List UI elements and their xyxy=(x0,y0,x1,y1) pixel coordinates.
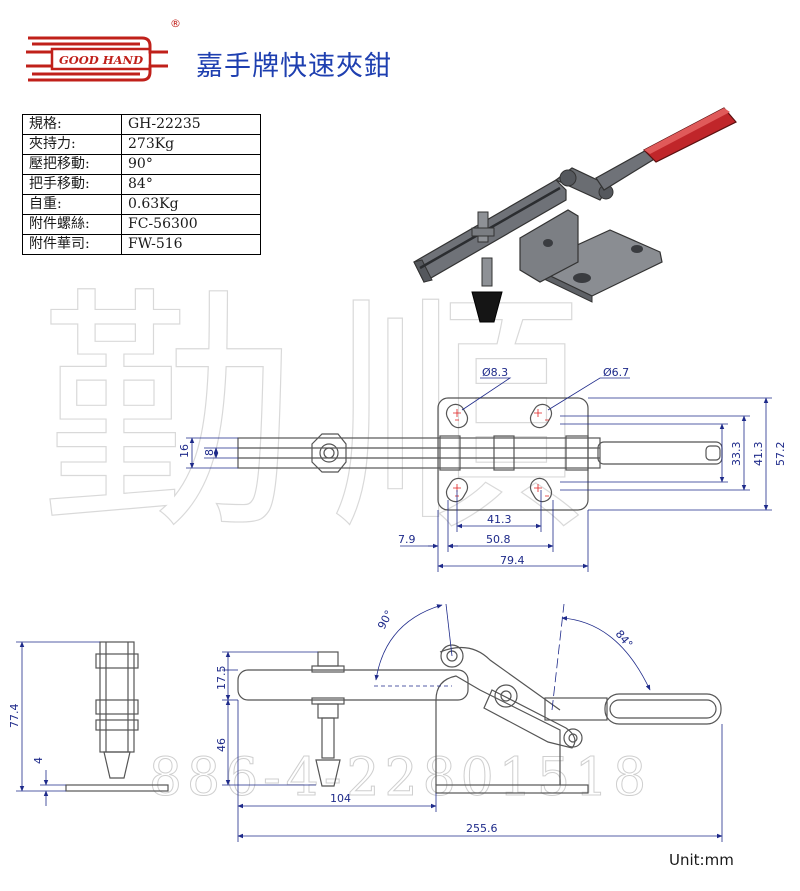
spec-row: 把手移動:84° xyxy=(22,174,261,195)
spec-label: 附件螺絲: xyxy=(22,214,122,235)
spec-row: 附件華司:FW-516 xyxy=(22,234,261,255)
end-view xyxy=(65,641,169,792)
top-view-bar xyxy=(237,437,601,469)
brand-logo-text: GOOD HAND xyxy=(59,53,143,67)
dim-255-6: 255.6 xyxy=(466,822,498,835)
spec-label: 把手移動: xyxy=(22,174,122,195)
top-view-dimensions xyxy=(186,377,772,572)
dim-46: 46 xyxy=(215,738,228,752)
dim-4: 4 xyxy=(32,757,45,764)
top-view-slot-holes xyxy=(445,403,553,503)
watermark-char-1: 勤 xyxy=(39,267,296,564)
dim-17-5: 17.5 xyxy=(215,666,228,691)
side-view xyxy=(237,644,722,794)
spec-table: 規格:GH-22235 夾持力:273Kg 壓把移動:90° 把手移動:84° … xyxy=(22,114,261,255)
registered-mark: ® xyxy=(170,17,181,30)
dim-7-9: 7.9 xyxy=(398,533,416,546)
top-view-nut xyxy=(311,433,347,473)
spec-row: 規格:GH-22235 xyxy=(22,114,261,135)
dim-hole-8-3: Ø8.3 xyxy=(482,366,508,379)
dim-16: 16 xyxy=(178,444,191,458)
dim-79-4: 79.4 xyxy=(500,554,525,567)
dim-8: 8 xyxy=(203,449,216,456)
spec-value: 273Kg xyxy=(121,134,261,155)
dim-41-3-horizontal: 41.3 xyxy=(487,513,512,526)
spec-label: 附件華司: xyxy=(22,234,122,255)
page-title: 嘉手牌快速夾鉗 xyxy=(196,51,392,82)
spec-row: 夾持力:273Kg xyxy=(22,134,261,155)
dim-77-4: 77.4 xyxy=(8,704,21,729)
clamp-3d-render xyxy=(413,107,737,323)
spec-label: 夾持力: xyxy=(22,134,122,155)
side-view-handle xyxy=(604,693,722,725)
spec-value: FC-56300 xyxy=(121,214,261,235)
watermark-char-2: 順 xyxy=(329,269,586,566)
top-view xyxy=(237,397,723,511)
spec-value: FW-516 xyxy=(121,234,261,255)
dim-33-3: 33.3 xyxy=(730,442,743,467)
dim-hole-6-7: Ø6.7 xyxy=(603,366,629,379)
end-view-dimensions xyxy=(16,641,100,806)
top-view-handle xyxy=(597,441,723,465)
unit-label: Unit:mm xyxy=(669,851,734,869)
watermark-phone: 886-4-22801518 xyxy=(148,748,652,809)
dim-41-3-vertical: 41.3 xyxy=(752,442,765,467)
dim-50-8: 50.8 xyxy=(486,533,511,546)
brand-logo: GOOD HAND xyxy=(26,36,168,82)
dim-104: 104 xyxy=(330,792,351,805)
spec-row: 附件螺絲:FC-56300 xyxy=(22,214,261,235)
dim-angle-90: 90° xyxy=(375,608,396,631)
side-view-dimensions xyxy=(222,603,723,842)
side-view-base xyxy=(435,784,589,794)
side-view-bar xyxy=(237,669,469,701)
dim-angle-84: 84° xyxy=(613,628,635,651)
dim-57-2: 57.2 xyxy=(774,442,787,467)
